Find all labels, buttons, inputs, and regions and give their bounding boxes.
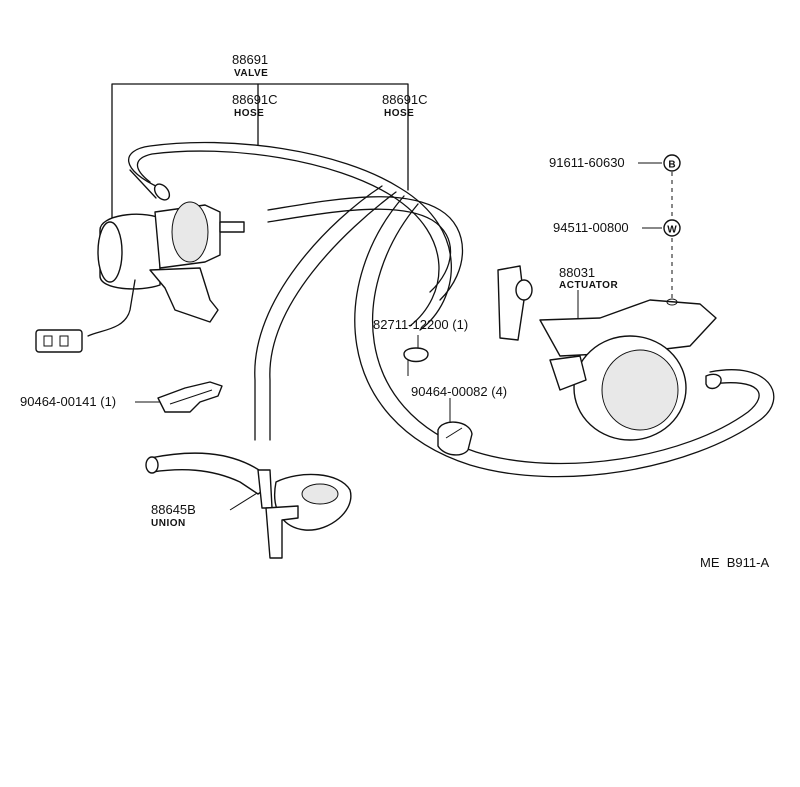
actuator-88031-drawing (497, 265, 722, 441)
label-valve-name: VALVE (234, 68, 268, 79)
union-88645b-drawing (145, 452, 352, 559)
label-clamp-mid: 90464-00082 (4) (411, 384, 507, 399)
bolt-symbol: B (668, 160, 675, 171)
vacuum-hoses (128, 141, 775, 478)
label-hose-left-name: HOSE (234, 108, 264, 119)
clip-90464-00141-drawing (157, 381, 223, 413)
label-bolt: 91611-60630 (549, 155, 625, 170)
label-clip-left: 90464-00141 (1) (20, 394, 116, 409)
symbol-circles: B W (663, 154, 681, 237)
label-clip-mid: 82711-12200 (1) (373, 317, 468, 332)
label-actuator-number: 88031 (559, 265, 595, 280)
clamps-drawing (403, 347, 473, 456)
label-hose-left-number: 88691C (232, 92, 278, 107)
label-hose-right-number: 88691C (382, 92, 428, 107)
label-union-name: UNION (151, 518, 186, 529)
hose-stub (129, 169, 171, 201)
valve-88691-drawing (35, 201, 245, 353)
washer-symbol: W (667, 225, 677, 236)
diagram-code: ME B911-A (700, 555, 769, 570)
label-union-number: 88645B (151, 502, 196, 517)
label-actuator-name: ACTUATOR (559, 280, 618, 291)
label-washer: 94511-00800 (553, 220, 629, 235)
label-hose-right-name: HOSE (384, 108, 414, 119)
label-valve-number: 88691 (232, 52, 268, 67)
